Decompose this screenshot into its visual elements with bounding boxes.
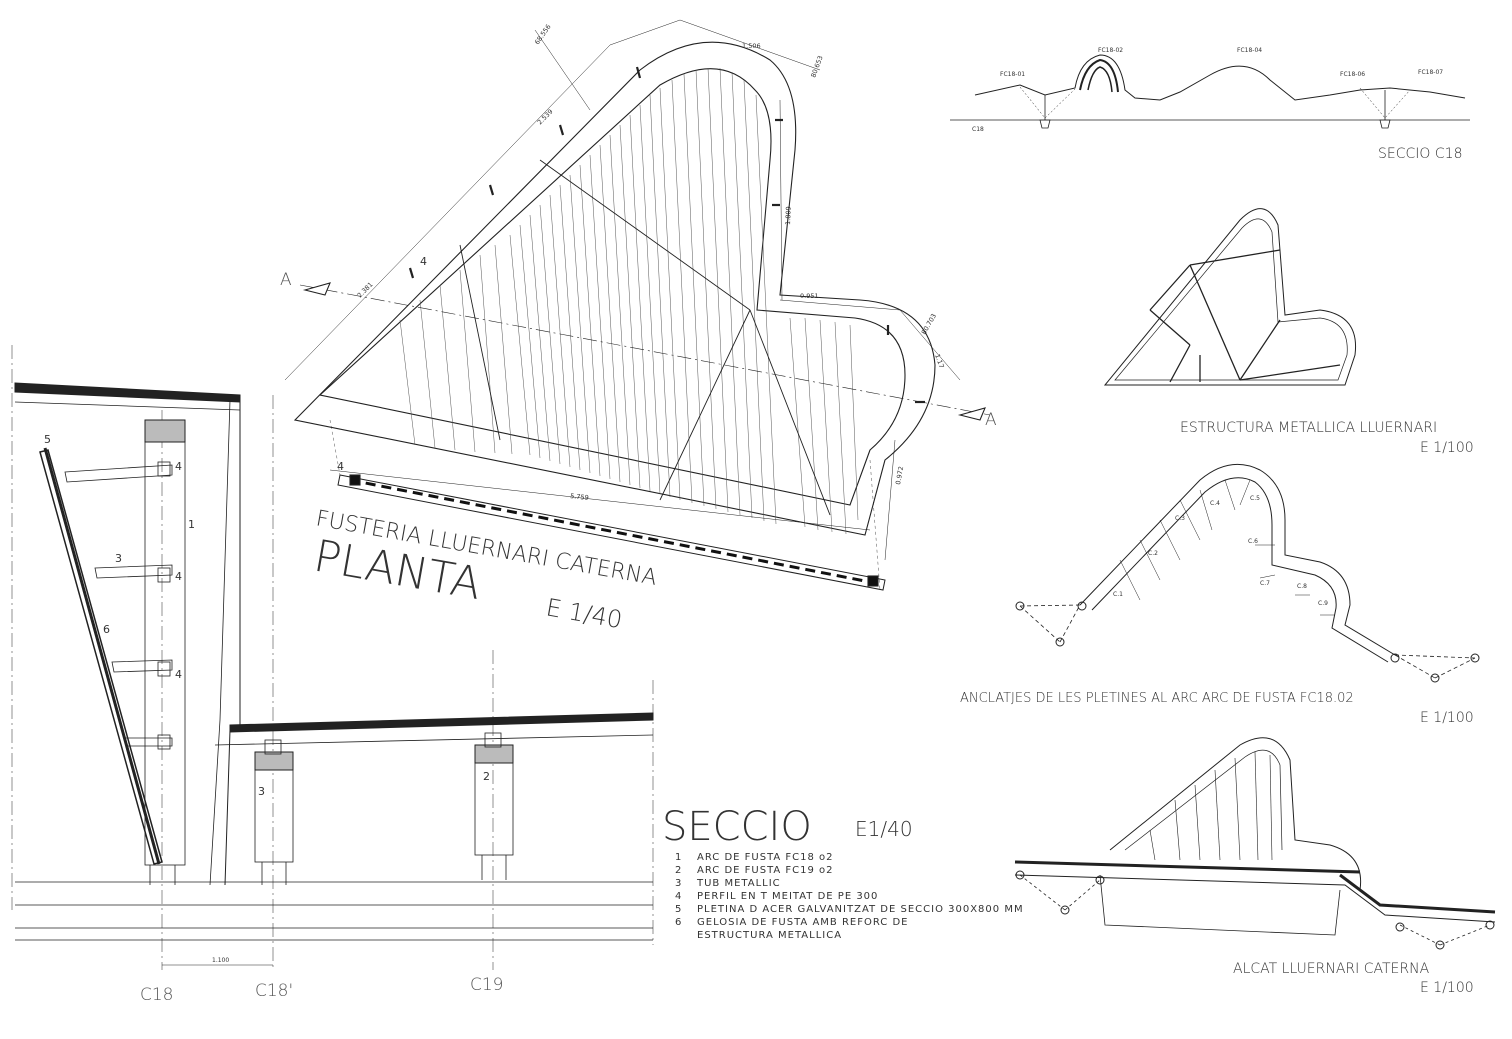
plan-view <box>284 19 991 591</box>
anchorage-tag-c9: C.9 <box>1318 600 1328 607</box>
section-tag-2: 2 <box>483 770 490 783</box>
elevation-arch <box>1109 737 1362 891</box>
plan-dimension-lines <box>284 19 961 561</box>
section-axis-c18: C18 <box>140 985 174 1005</box>
section-c18-caption: SECCIO C18 <box>1378 146 1462 162</box>
legend-text-1: ARC DE FUSTA FC18 o2 <box>697 852 834 863</box>
legend-text-7: ESTRUCTURA METALLICA <box>697 930 842 941</box>
legend-text-3: TUB METALLIC <box>696 878 781 889</box>
elevation-roof <box>1014 860 1361 874</box>
anchorage-nodes <box>1015 601 1480 683</box>
anchorage-tag-c7: C.7 <box>1260 580 1270 587</box>
section-arrow-left <box>302 282 331 296</box>
anchorage-tag-c1: C.1 <box>1113 591 1123 598</box>
plan-dim-8: 80.703 <box>920 312 938 336</box>
section-tag-6: 6 <box>103 623 110 636</box>
anchorage-caption: ANCLATJES DE LES PLETINES AL ARC ARC DE … <box>960 691 1354 706</box>
plan-dim-3: 80.653 <box>809 55 824 79</box>
plan-dim-1: 68.556 <box>533 23 553 46</box>
legend-num-4: 4 <box>675 891 682 902</box>
plan-section-mark-left: A <box>280 270 292 290</box>
anchorage-tag-c5: C.5 <box>1250 495 1260 502</box>
section-upper-roof <box>14 382 241 403</box>
structure-caption: ESTRUCTURA METALLICA LLUERNARI <box>1180 420 1437 436</box>
section-tag-4c: 4 <box>175 668 182 681</box>
plan-dim-11: 0.972 <box>894 466 905 486</box>
section-c18-axis: C18 <box>972 126 984 133</box>
plan-dim-10: 5.759 <box>570 492 589 502</box>
section-c18-label-2: FC18-02 <box>1098 47 1123 54</box>
legend-num-6: 6 <box>675 917 682 928</box>
structure-scale: E 1/100 <box>1420 440 1474 456</box>
plan-dim-7: 0.951 <box>800 292 819 300</box>
legend-text-5: PLETINA D ACER GALVANITZAT DE SECCIO 300… <box>697 904 1024 915</box>
section-tag-3b: 3 <box>258 785 265 798</box>
section-dim: 1.100 <box>212 957 229 964</box>
plan-slat-strip <box>337 474 886 591</box>
plan-projection-lines <box>329 419 881 591</box>
section-tag-4a: 4 <box>175 460 182 473</box>
elevation-scale: E 1/100 <box>1420 980 1474 996</box>
structure-texts: ESTRUCTURA METALLICA LLUERNARI E 1/100 <box>1180 420 1474 456</box>
anchorage-texts: C.1 C.2 C.3 C.4 C.5 C.6 C.7 C.8 C.9 ANCL… <box>960 495 1474 726</box>
legend-num-3: 3 <box>675 878 682 889</box>
section-axis-c19: C19 <box>470 975 504 995</box>
anchorages-view <box>1015 463 1480 683</box>
section-c18-label-1: FC18-01 <box>1000 71 1025 78</box>
anchorage-tag-c2: C.2 <box>1148 550 1158 557</box>
anchorage-tag-c6: C.6 <box>1248 538 1258 545</box>
elevation-view <box>1014 737 1496 950</box>
section-arrow-right <box>957 407 986 421</box>
anchorage-scale: E 1/100 <box>1420 710 1474 726</box>
anchorage-arc-inner <box>1091 477 1389 663</box>
section-tag-1: 1 <box>188 518 195 531</box>
section-tag-5: 5 <box>44 433 51 446</box>
section-c18-texts: FC18-01 FC18-02 FC18-04 FC18-06 FC18-07 … <box>972 47 1462 162</box>
plan-inner-outline <box>318 68 906 506</box>
elevation-caption: ALCAT LLUERNARI CATERNA <box>1233 961 1430 977</box>
elevation-texts: ALCAT LLUERNARI CATERNA E 1/100 <box>1233 961 1474 996</box>
section-scale: E1/40 <box>855 817 913 841</box>
structure-view <box>1103 208 1357 386</box>
section-tag-4b: 4 <box>175 570 182 583</box>
plan-outer-outline <box>293 41 936 536</box>
plan-dim-5: 1.809 <box>784 206 793 225</box>
anchorage-arc-outer <box>1079 463 1396 656</box>
plan-scale: E 1/40 <box>544 593 624 634</box>
legend-num-2: 2 <box>675 865 682 876</box>
section-texts: 5 3 6 4 4 4 1 3 2 1.100 C18 C18' C19 SEC… <box>44 433 1024 1005</box>
section-view <box>11 345 654 970</box>
section-column-1 <box>144 419 186 866</box>
plan-ticks <box>408 66 925 404</box>
plan-dim-4: 2.539 <box>536 108 555 127</box>
section-c18-profile <box>974 54 1466 101</box>
section-title: SECCIO <box>662 804 812 850</box>
plan-tag-4b: 4 <box>337 460 344 473</box>
section-lower-roof <box>229 712 654 733</box>
section-axis-c18p: C18' <box>255 981 293 1001</box>
plan-dim-6: 2.381 <box>356 281 375 300</box>
section-tag-3: 3 <box>115 552 122 565</box>
anchorage-tag-c8: C.8 <box>1297 583 1307 590</box>
legend-text-2: ARC DE FUSTA FC19 o2 <box>697 865 834 876</box>
structure-outline <box>1103 208 1357 386</box>
section-line-a <box>299 284 991 416</box>
plan-braces <box>459 159 831 516</box>
section-c18-view <box>950 54 1470 129</box>
plan-tag-4a: 4 <box>420 255 427 268</box>
legend-num-1: 1 <box>675 852 682 863</box>
legend-num-5: 5 <box>675 904 682 915</box>
plan-dim-2: 1.506 <box>742 42 761 50</box>
section-c18-label-5: FC18-07 <box>1418 69 1443 76</box>
anchorage-tag-c3: C.3 <box>1175 515 1185 522</box>
section-c18-label-3: FC18-04 <box>1237 47 1262 54</box>
section-legend: 1 ARC DE FUSTA FC18 o2 2 ARC DE FUSTA FC… <box>675 852 1024 941</box>
section-c18-label-4: FC18-06 <box>1340 71 1365 78</box>
plan-slats <box>399 67 859 535</box>
anchorage-tag-c4: C.4 <box>1210 500 1220 507</box>
plan-section-mark-right: A <box>985 410 997 430</box>
legend-text-6: GELOSIA DE FUSTA AMB REFORC DE <box>697 917 908 928</box>
legend-text-4: PERFIL EN T MEITAT DE PE 300 <box>697 891 878 902</box>
